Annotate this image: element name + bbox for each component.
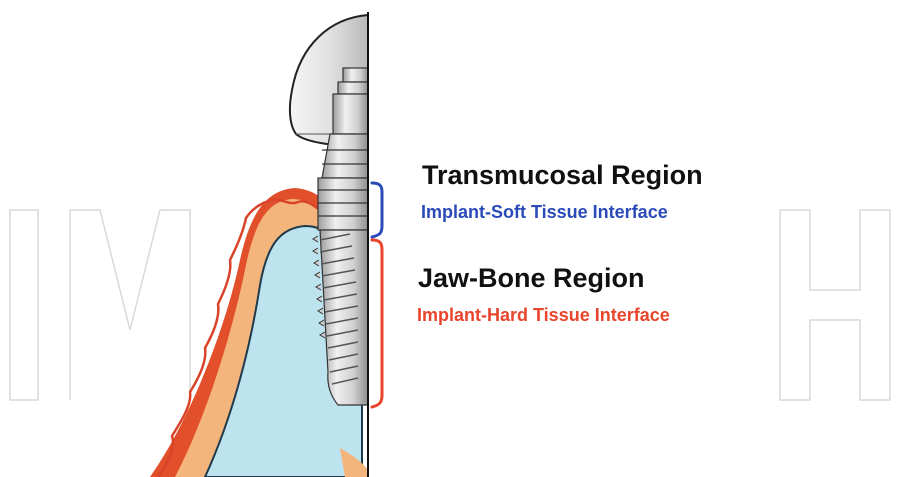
soft-tissue-interface-label: Implant-Soft Tissue Interface [421, 202, 668, 223]
jaw-bone-region-title: Jaw-Bone Region [418, 263, 645, 294]
hard-tissue-interface-label: Implant-Hard Tissue Interface [417, 305, 670, 326]
transmucosal-bracket [372, 183, 382, 237]
jaw-bone-bracket [372, 240, 382, 407]
transmucosal-region-title: Transmucosal Region [422, 160, 703, 191]
implant-collar [318, 178, 368, 230]
